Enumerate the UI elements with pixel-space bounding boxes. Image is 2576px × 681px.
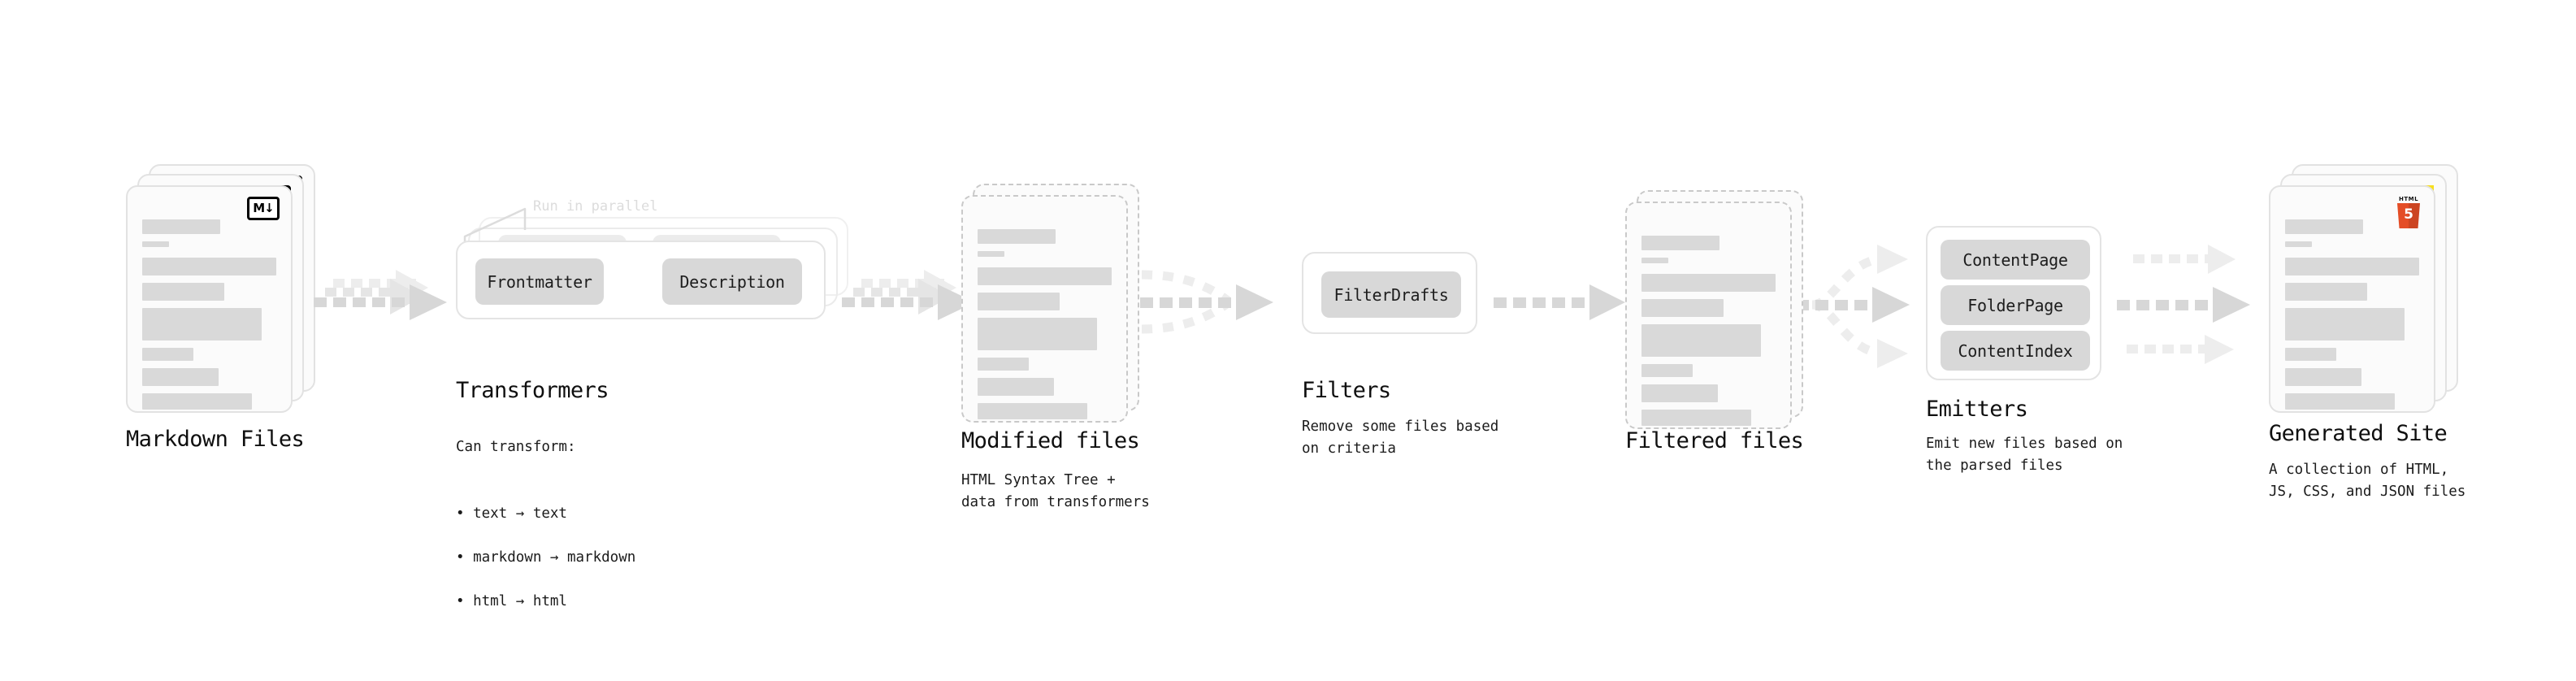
placeholder-line — [142, 258, 276, 275]
filtered-file-card-front — [1625, 202, 1792, 429]
placeholder-line — [142, 393, 253, 410]
filters-title: Filters — [1302, 378, 1391, 403]
placeholder-line — [978, 358, 1029, 371]
html5-badge-glyph: HTML — [2395, 197, 2422, 228]
emitter-plugin-folderpage[interactable]: FolderPage — [1941, 285, 2090, 325]
generated-site-card-front-html: HTML — [2269, 185, 2435, 413]
arrow-markdown-to-transformers — [314, 270, 447, 320]
arrow-transformers-to-modified-files — [842, 270, 975, 320]
file-content-placeholder-lines — [2285, 219, 2419, 417]
emitter-plugin-contentindex[interactable]: ContentIndex — [1941, 331, 2090, 371]
arrow-emitters-to-generated-site — [2117, 245, 2250, 364]
html5-shield — [2397, 203, 2420, 228]
transformers-bullet: text → text — [456, 503, 635, 525]
placeholder-line — [2285, 219, 2363, 234]
placeholder-line — [978, 403, 1088, 419]
emitters-box: ContentPage FolderPage ContentIndex — [1926, 226, 2101, 380]
placeholder-line — [2285, 393, 2396, 410]
filters-box: FilterDrafts — [1302, 252, 1477, 334]
placeholder-line — [1641, 384, 1719, 402]
filtered-files-title: Filtered files — [1625, 428, 1804, 453]
placeholder-line — [142, 368, 219, 386]
placeholder-line — [2285, 368, 2362, 386]
placeholder-line — [142, 219, 220, 234]
placeholder-line — [142, 241, 169, 247]
file-content-placeholder-lines — [1641, 236, 1776, 433]
transformers-box: Frontmatter Description — [456, 241, 826, 319]
emitter-plugin-contentpage[interactable]: ContentPage — [1941, 240, 2090, 280]
arrow-modified-files-to-filters — [1140, 270, 1273, 334]
placeholder-line — [142, 308, 262, 340]
placeholder-line — [978, 378, 1055, 396]
html5-badge-label: HTML — [2398, 196, 2419, 202]
file-content-placeholder-lines — [142, 219, 276, 417]
html5-badge-icon: HTML — [2395, 197, 2422, 228]
transformers-bullet: html → html — [456, 591, 635, 613]
markdown-file-card-front: M↓ — [126, 185, 293, 413]
placeholder-line — [978, 267, 1112, 285]
arrow-filtered-files-to-emitters — [1776, 245, 1910, 368]
file-content-placeholder-lines — [978, 229, 1112, 427]
transformers-bullet: markdown → markdown — [456, 547, 635, 569]
placeholder-line — [1641, 410, 1752, 426]
transformers-title: Transformers — [456, 378, 609, 403]
placeholder-line — [1641, 274, 1776, 292]
emitters-description: Emit new files based on the parsed files — [1926, 436, 2123, 475]
modified-file-card-front — [961, 195, 1128, 423]
placeholder-line — [142, 348, 193, 361]
placeholder-line — [142, 283, 224, 301]
transformers-bullet-list: text → text markdown → markdown html → h… — [456, 480, 635, 635]
placeholder-line — [978, 251, 1004, 257]
markdown-badge-icon: M↓ — [247, 197, 280, 220]
placeholder-line — [2285, 308, 2405, 340]
generated-site-title: Generated Site — [2269, 421, 2448, 446]
transformer-plugin-frontmatter[interactable]: Frontmatter — [475, 258, 604, 305]
placeholder-line — [1641, 364, 1693, 377]
markdown-files-title: Markdown Files — [126, 427, 305, 452]
modified-files-title: Modified files — [961, 428, 1140, 453]
generated-site-description: A collection of HTML, JS, CSS, and JSON … — [2269, 462, 2466, 501]
markdown-badge-glyph: M↓ — [247, 197, 280, 220]
filter-plugin-filterdrafts[interactable]: FilterDrafts — [1321, 271, 1461, 318]
placeholder-line — [978, 293, 1060, 310]
filters-description: Remove some files based on criteria — [1302, 419, 1499, 458]
placeholder-line — [1641, 258, 1668, 263]
transformer-plugin-description[interactable]: Description — [662, 258, 802, 305]
placeholder-line — [2285, 283, 2367, 301]
placeholder-line — [978, 229, 1056, 244]
transformers-description: Can transform: text → text markdown → ma… — [456, 414, 635, 657]
placeholder-line — [1641, 236, 1720, 250]
placeholder-line — [978, 318, 1097, 350]
emitters-title: Emitters — [1926, 397, 2028, 422]
modified-files-description: HTML Syntax Tree + data from transformer… — [961, 472, 1150, 511]
placeholder-line — [2285, 258, 2419, 275]
html5-shield-highlight — [2409, 203, 2420, 228]
arrow-filters-to-filtered-files — [1494, 284, 1625, 320]
placeholder-line — [2285, 241, 2312, 247]
transformers-description-heading: Can transform: — [456, 439, 576, 456]
placeholder-line — [2285, 348, 2336, 361]
placeholder-line — [1641, 324, 1761, 357]
placeholder-line — [1641, 299, 1724, 317]
run-in-parallel-label: Run in parallel — [533, 198, 658, 215]
